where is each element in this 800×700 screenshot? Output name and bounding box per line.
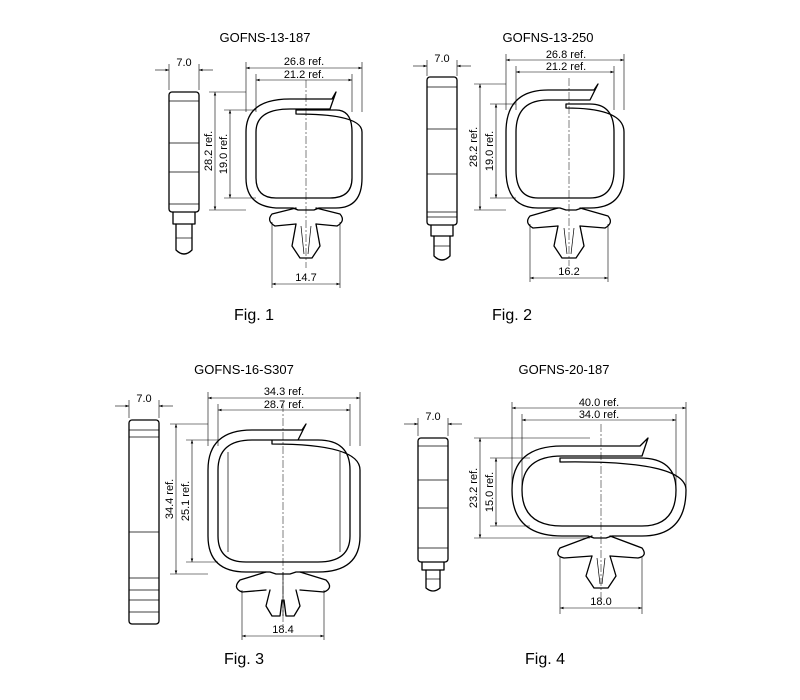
- figure-4-base-width-dim: 18.0: [559, 556, 643, 614]
- figure-2-inner-height-dim: 19.0 ref.: [484, 103, 516, 199]
- figure-2-outer-width-label: 26.8 ref.: [546, 49, 586, 61]
- figure-3-caption: Fig. 3: [224, 651, 264, 668]
- figure-2: GOFNS-13-250 7.0: [413, 30, 625, 324]
- figure-3-inner-height-label: 25.1 ref.: [180, 481, 192, 521]
- figure-2-title: GOFNS-13-250: [502, 30, 593, 45]
- figure-2-outer-height-dim: 28.2 ref.: [468, 83, 506, 211]
- figure-1-side-width-label: 7.0: [176, 57, 191, 69]
- figure-1-side-width-dim: 7.0: [155, 57, 213, 90]
- figure-2-side-view: [426, 76, 458, 261]
- figure-2-inner-width-dim: 21.2 ref.: [515, 61, 615, 110]
- figure-4-outer-height-label: 23.2 ref.: [468, 468, 480, 508]
- figure-1-title: GOFNS-13-187: [219, 30, 310, 45]
- figure-2-base-width-dim: 16.2: [529, 224, 609, 282]
- figure-4-outer-width-dim: 40.0 ref.: [511, 397, 687, 490]
- figure-1: GOFNS-13-187 7.0: [155, 30, 363, 324]
- figure-1-outer-height-label: 28.2 ref.: [203, 131, 215, 171]
- figure-2-front-view: [505, 78, 625, 266]
- figure-1-outer-width-dim: 26.8 ref.: [245, 56, 363, 112]
- figure-4-side-view: [417, 437, 449, 592]
- figure-1-front-view: [245, 80, 363, 268]
- figure-3-side-width-label: 7.0: [136, 393, 151, 405]
- figure-3: GOFNS-16-S307 7.0: [115, 362, 361, 668]
- figure-4-outer-height-dim: 23.2 ref.: [468, 437, 590, 539]
- figure-2-side-width-dim: 7.0: [413, 53, 471, 76]
- figure-1-inner-width-dim: 21.2 ref.: [255, 69, 353, 112]
- figure-3-base-width-dim: 18.4: [241, 590, 325, 640]
- figure-4-inner-height-dim: 15.0 ref.: [484, 457, 530, 527]
- figure-2-outer-height-label: 28.2 ref.: [468, 127, 480, 167]
- figure-3-title: GOFNS-16-S307: [194, 362, 294, 377]
- figure-2-outer-width-dim: 26.8 ref.: [505, 49, 625, 110]
- figure-4-outer-width-label: 40.0 ref.: [579, 397, 619, 409]
- figure-1-inner-height-label: 19.0 ref.: [218, 134, 230, 174]
- figure-4-side-width-label: 7.0: [425, 411, 440, 423]
- figure-4-inner-width-label: 34.0 ref.: [579, 409, 619, 421]
- figure-3-inner-width-dim: 28.7 ref.: [217, 399, 351, 446]
- figure-3-base-width-label: 18.4: [272, 624, 293, 636]
- figure-4-front-view: [511, 424, 687, 600]
- figure-1-side-view: [168, 91, 200, 255]
- figure-1-outer-width-label: 26.8 ref.: [284, 56, 324, 68]
- figure-1-inner-width-label: 21.2 ref.: [284, 69, 324, 81]
- figure-3-inner-width-label: 28.7 ref.: [264, 399, 304, 411]
- figure-2-base-width-label: 16.2: [558, 266, 579, 278]
- figure-4-base-width-label: 18.0: [590, 596, 611, 608]
- figure-1-inner-height-dim: 19.0 ref.: [218, 109, 256, 199]
- figure-4-title: GOFNS-20-187: [518, 362, 609, 377]
- figure-1-base-width-label: 14.7: [295, 272, 316, 284]
- figure-4-side-width-dim: 7.0: [404, 411, 462, 436]
- figure-3-inner-height-dim: 25.1 ref.: [180, 439, 218, 563]
- figure-2-caption: Fig. 2: [492, 307, 532, 324]
- figure-2-side-width-label: 7.0: [434, 53, 449, 65]
- figure-3-outer-height-label: 34.4 ref.: [164, 479, 176, 519]
- figure-1-outer-height-dim: 28.2 ref.: [203, 91, 246, 211]
- figure-3-outer-width-label: 34.3 ref.: [264, 386, 304, 398]
- figure-3-side-view: [128, 419, 160, 625]
- figure-3-outer-width-dim: 34.3 ref.: [207, 386, 361, 446]
- figure-3-outer-height-dim: 34.4 ref.: [164, 423, 208, 575]
- figure-4-inner-height-label: 15.0 ref.: [484, 472, 496, 512]
- figure-3-front-view: [207, 404, 361, 628]
- figure-1-base-width-dim: 14.7: [271, 222, 341, 288]
- figure-2-inner-height-label: 19.0 ref.: [484, 131, 496, 171]
- figure-3-side-width-dim: 7.0: [115, 393, 173, 418]
- figure-1-caption: Fig. 1: [234, 307, 274, 324]
- figure-4-caption: Fig. 4: [525, 651, 565, 668]
- figure-4-inner-width-dim: 34.0 ref.: [521, 409, 677, 490]
- figure-4: GOFNS-20-187 7.0: [404, 362, 687, 668]
- figure-2-inner-width-label: 21.2 ref.: [546, 61, 586, 73]
